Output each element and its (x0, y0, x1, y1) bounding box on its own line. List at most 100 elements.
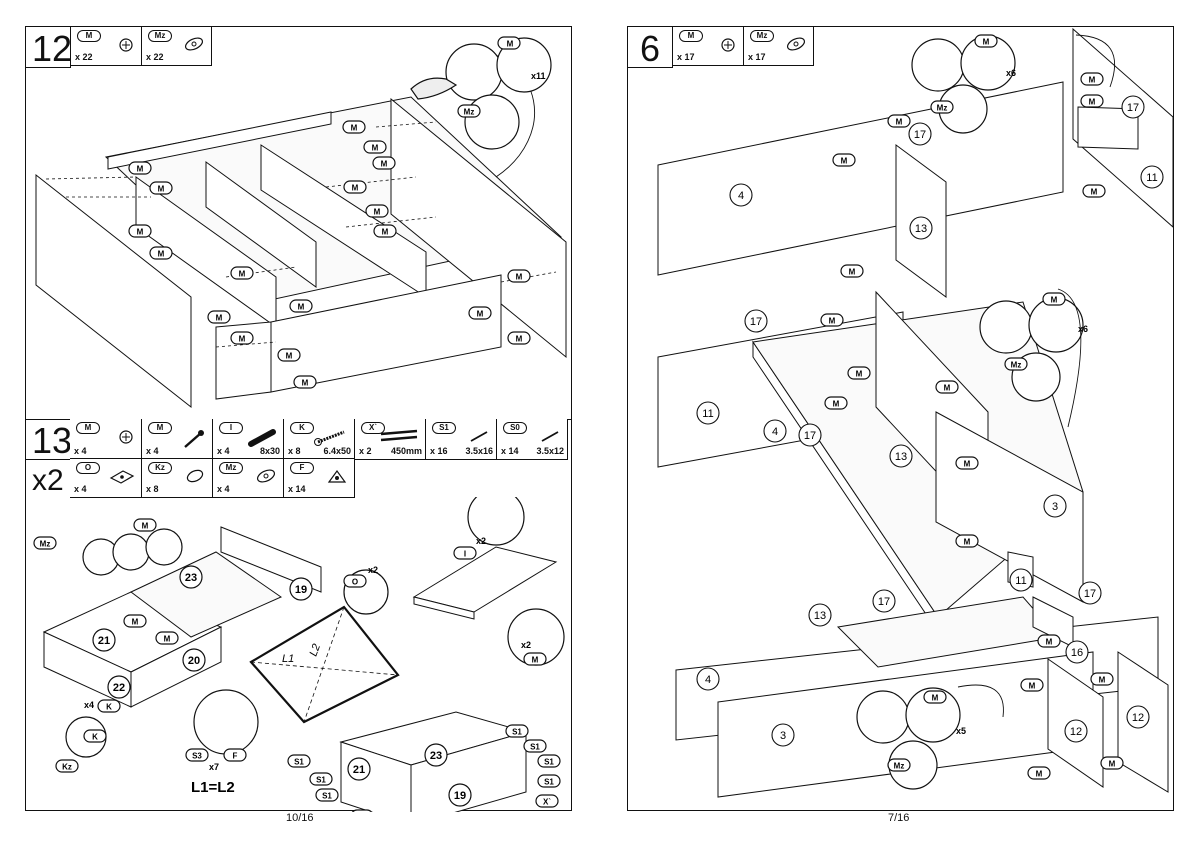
part-cell: S1 x 16 3.5x16 (425, 419, 496, 459)
svg-text:S1: S1 (512, 728, 522, 737)
step-13-parts-row-2: O x 4 Kz x 8 Mz x 4 F x 14 (70, 458, 355, 498)
part-cell: I x 4 8x30 (212, 419, 283, 459)
part-qty: x 16 (430, 446, 448, 456)
dowel-icon (248, 429, 276, 447)
svg-text:M: M (1099, 676, 1106, 685)
callout-qty: x6 (1078, 324, 1088, 334)
part-cell-m: M x 22 (71, 27, 141, 65)
x4-qty: x4 (84, 700, 94, 710)
svg-text:S1: S1 (544, 758, 554, 767)
part-code-badge: F (290, 462, 314, 474)
part-code-badge: I (219, 422, 243, 434)
step-12-parts-header: M x 22 Mz x 22 (70, 26, 212, 66)
step-13-multiplier: x2 (32, 464, 64, 497)
svg-text:M: M (164, 635, 171, 644)
svg-text:M: M (964, 538, 971, 547)
svg-text:K: K (106, 703, 112, 712)
left-page-number: 10/16 (286, 812, 314, 824)
part-cell: Mz x 4 (212, 459, 283, 497)
svg-text:M: M (374, 208, 381, 217)
step-6-number: 6 (640, 28, 661, 69)
svg-text:M: M (829, 317, 836, 326)
cam-lock-icon (119, 430, 133, 444)
cap-icon (186, 469, 204, 483)
svg-text:M: M (352, 184, 359, 193)
svg-text:M: M (1036, 770, 1043, 779)
cam-lock-icon (119, 38, 133, 52)
svg-text:I: I (464, 550, 466, 559)
callout-label: Mz (464, 108, 475, 117)
part-qty: x 22 (75, 52, 93, 62)
part-cell: F x 14 (283, 459, 354, 497)
svg-text:M: M (841, 157, 848, 166)
svg-text:M: M (1091, 188, 1098, 197)
part-spec: 6.4x50 (323, 446, 351, 456)
svg-text:M: M (932, 694, 939, 703)
part-qty: x 2 (359, 446, 372, 456)
part-cell-mz: Mz x 22 (141, 27, 211, 65)
svg-text:S1: S1 (294, 758, 304, 767)
part-number: 17 (750, 316, 762, 328)
part-code-badge: Kz (148, 462, 172, 474)
part-number: 11 (702, 408, 713, 420)
part-number-circles: 17 4 17 13 11 17 11 4 17 13 3 11 17 13 1… (696, 95, 1164, 747)
part-code-badge: Mz (148, 30, 172, 42)
part-number: 19 (454, 790, 466, 802)
part-number: 17 (1084, 588, 1096, 600)
cam-bolt-icon (184, 430, 204, 448)
multiplier-divider (26, 459, 70, 460)
part-number: 17 (878, 596, 890, 608)
panel-4-top (657, 81, 1064, 276)
part-cell-m: M x 17 (673, 27, 743, 65)
svg-text:M: M (142, 522, 149, 531)
l2-label: L2 (308, 642, 323, 658)
part-number: 16 (1071, 647, 1083, 659)
part-number: 12 (1132, 712, 1144, 724)
svg-text:M: M (239, 335, 246, 344)
s3-label: S3 (192, 752, 202, 761)
part-number: 11 (1015, 575, 1026, 587)
part-qty: x 14 (501, 446, 519, 456)
svg-text:K: K (92, 733, 98, 742)
part-code-badge: M (76, 422, 100, 434)
svg-text:S1: S1 (322, 792, 332, 801)
svg-text:M: M (158, 250, 165, 259)
svg-text:Mz: Mz (1011, 361, 1022, 370)
svg-text:M: M (158, 185, 165, 194)
cam-cover-icon (256, 469, 276, 483)
part-cell: K x 8 6.4x50 (283, 419, 354, 459)
part-number: 17 (804, 430, 816, 442)
part-number: 21 (98, 635, 110, 647)
callout-qty: x5 (956, 726, 966, 736)
svg-text:S1: S1 (544, 778, 554, 787)
foot-icon (327, 469, 347, 483)
part-number: 19 (295, 584, 307, 596)
svg-text:Mz: Mz (937, 104, 948, 113)
part-cell: S0 x 14 3.5x12 (496, 419, 567, 459)
l1-label: L1 (282, 653, 294, 665)
part-code-badge: X` (361, 422, 385, 434)
part-cell: X` x 2 450mm (354, 419, 425, 459)
x7-qty: x7 (209, 762, 219, 772)
part-qty: x 8 (146, 484, 159, 494)
part-number: 12 (1070, 726, 1082, 738)
svg-text:Kz: Kz (62, 763, 72, 772)
svg-text:M: M (833, 400, 840, 409)
svg-text:M: M (516, 335, 523, 344)
cam-labels: M Mz M M M M M M M Mz M M M M M M M M M … (820, 34, 1124, 780)
svg-text:M: M (477, 310, 484, 319)
svg-text:O: O (352, 578, 358, 587)
part-number: 11 (1146, 172, 1157, 184)
svg-text:M: M (132, 618, 139, 627)
svg-text:M: M (1046, 638, 1053, 647)
small-screw-icon (541, 431, 559, 442)
step-13-drawing: 23 19 21 20 22 21 23 19 Mz M M M O I M K… (33, 497, 565, 812)
svg-text:M: M (516, 273, 523, 282)
callout-qty: x6 (1006, 68, 1016, 78)
screw-icon (314, 430, 345, 446)
svg-text:M: M (239, 270, 246, 279)
step-6-drawing: M Mz M M M M M M M Mz M M M M M M M M M … (657, 27, 1174, 798)
rail-icon (380, 429, 418, 442)
part-qty: x 17 (748, 52, 766, 62)
part-number: 21 (353, 764, 365, 776)
